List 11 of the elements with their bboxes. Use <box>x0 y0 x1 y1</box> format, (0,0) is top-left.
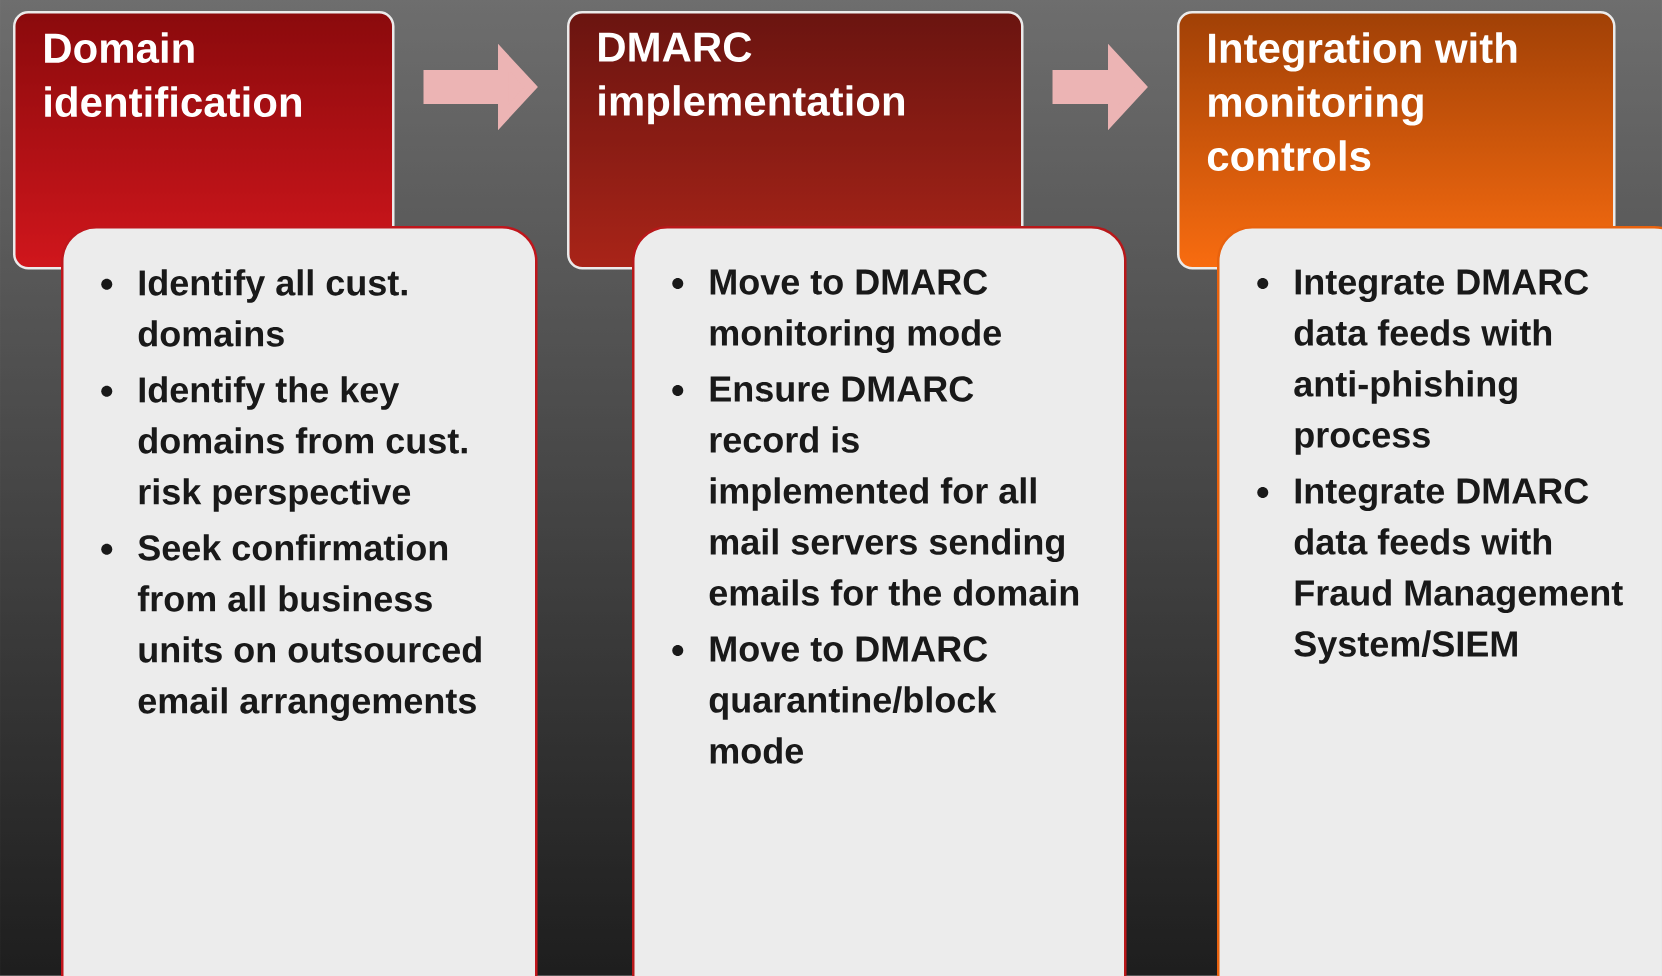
bullet-item: Move to DMARC quarantine/block mode <box>709 636 997 764</box>
bullet-item: Identify all cust. domains <box>138 269 407 347</box>
bullet-item: Move to DMARC monitoring mode <box>710 269 1001 353</box>
bullet-item: Seek confirmation from all business units on outsourced email arrangements <box>137 534 481 721</box>
bullet-card <box>61 226 538 976</box>
bullet-card <box>632 226 1127 976</box>
bullet-item: Integrate DMARC data feeds with Fraud Management System/SIEM <box>1294 478 1623 664</box>
bullet-item: Integrate DMARC data feeds with anti-phishing process <box>1294 269 1589 455</box>
bullet-item: Ensure DMARC record is implemented for all mail servers sending emails for the domain <box>709 376 1079 606</box>
bullet-card <box>1217 226 1662 976</box>
bullet-item: Identify the key domains from cust. risk perspective <box>138 376 467 512</box>
